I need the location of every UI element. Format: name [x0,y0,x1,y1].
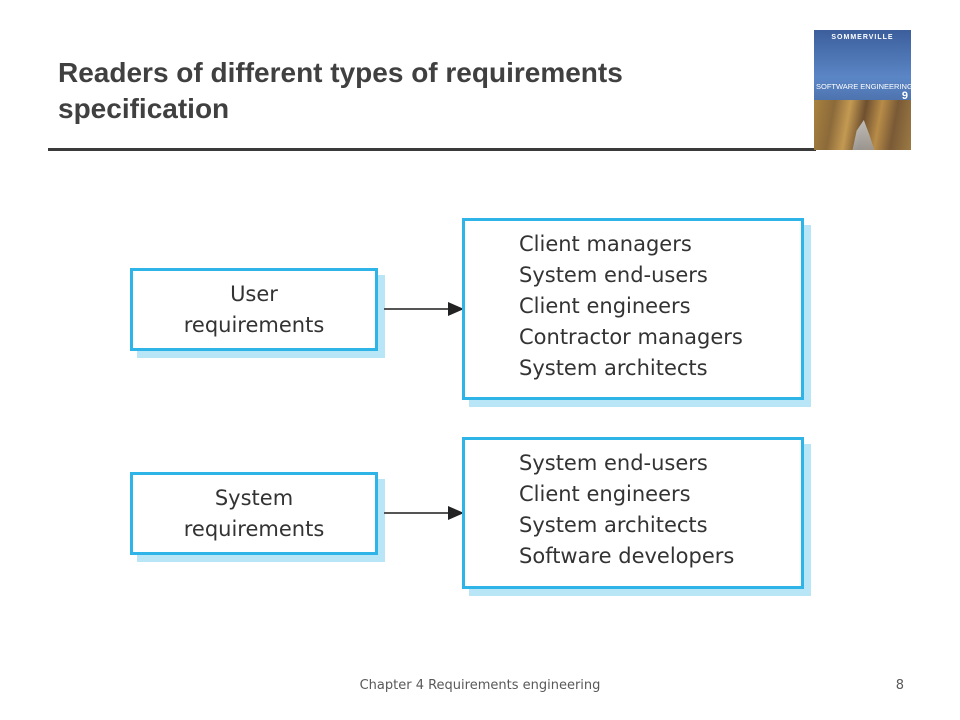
slide-footer: Chapter 4 Requirements engineering [359,678,601,693]
user-requirements-box: User requirements [130,268,378,351]
book-cover-photo [814,100,911,150]
user-requirements-arrow [384,302,464,316]
reader-item: System end-users [519,263,708,287]
system-requirements-arrow [384,506,464,520]
page-number: 8 [895,678,904,693]
arrow-head [448,302,464,316]
reader-item: Client managers [519,232,692,256]
book-cover-title: SOFTWARE ENGINEERING [816,82,911,91]
system-requirements-box: System requirements [130,472,378,555]
book-cover-edition: 9 [901,90,908,102]
book-cover-image: SOMMERVILLE SOFTWARE ENGINEERING 9 [814,30,911,150]
reader-item: Software developers [519,544,735,568]
reader-item: System architects [519,513,708,537]
system-requirements-readers-box: System end-users Client engineers System… [462,437,804,589]
source-line: requirements [183,516,325,541]
arrow-head [448,506,464,520]
source-line: User [230,281,278,306]
source-line: requirements [183,312,325,337]
user-requirements-readers-box: Client managers System end-users Client … [462,218,804,400]
reader-item: Client engineers [519,294,691,318]
reader-list: System end-users Client engineers System… [465,440,801,572]
system-requirements-label: System requirements [184,483,325,545]
reader-list: Client managers System end-users Client … [465,221,801,384]
slide-title: Readers of different types of requiremen… [58,57,623,124]
title-underline [48,148,816,151]
reader-item: Client engineers [519,482,691,506]
reader-item: System end-users [519,451,708,475]
source-line: System [214,485,294,510]
reader-item: Contractor managers [519,325,743,349]
user-requirements-label: User requirements [184,279,325,341]
book-cover-author: SOMMERVILLE [831,34,894,41]
reader-item: System architects [519,356,708,380]
